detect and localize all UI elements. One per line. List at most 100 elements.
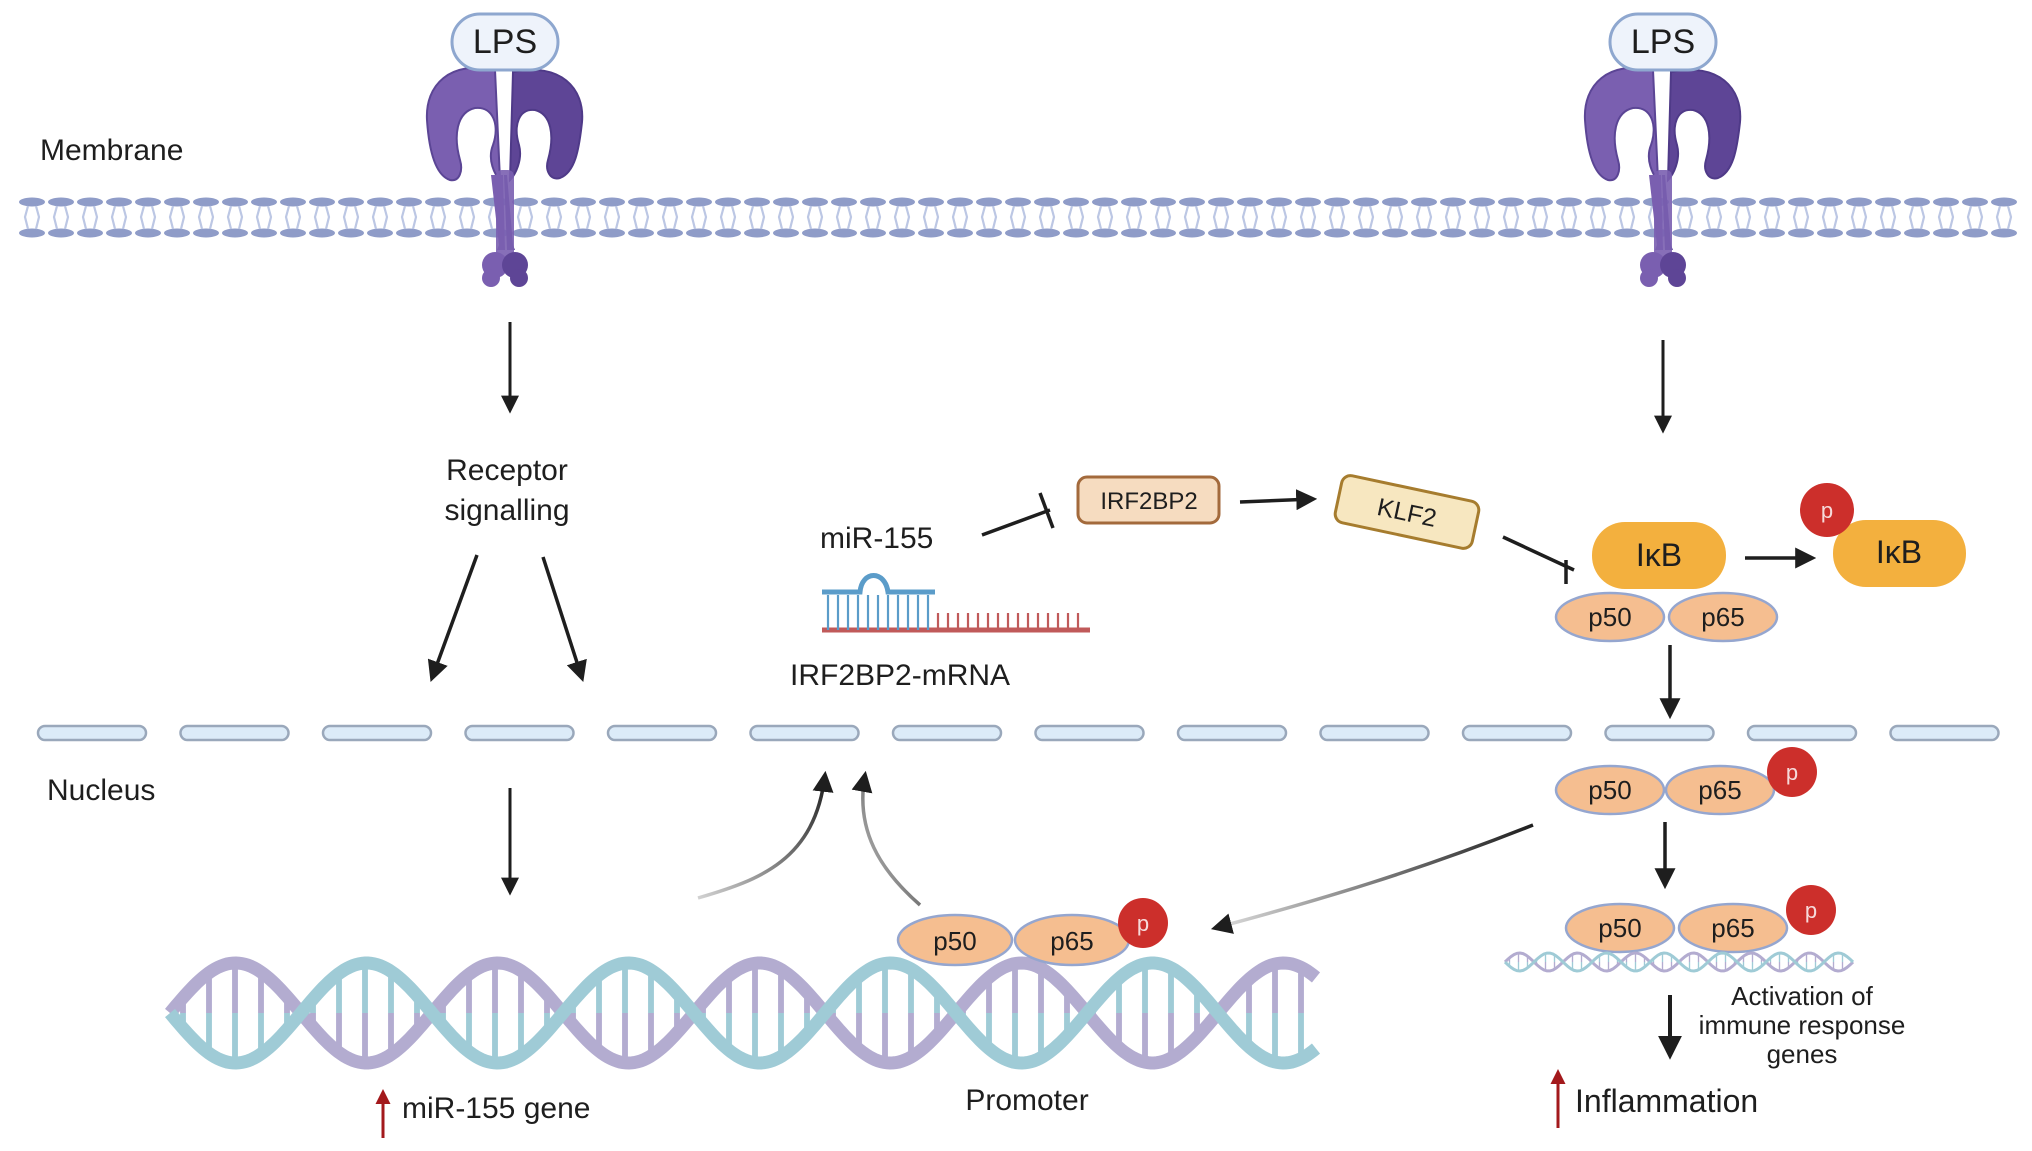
- ikb-label: IκB: [1636, 537, 1682, 573]
- irf2bp2-mrna-label: IRF2BP2-mRNA: [790, 659, 1010, 692]
- nuclear-envelope-segment: [179, 724, 290, 742]
- lipid-unit: [135, 197, 161, 238]
- lipid-unit: [1034, 197, 1060, 238]
- activation-label-line2: immune response: [1699, 1010, 1906, 1040]
- lps-label-left: LPS: [473, 23, 537, 61]
- lipid-unit: [976, 197, 1002, 238]
- promoter-label: Promoter: [965, 1084, 1088, 1117]
- lipid-unit: [918, 197, 944, 238]
- arrow-curve-gene-to-cytoplasm: [697, 770, 834, 900]
- ikb-nfkb-complex: IκB p50 p65: [1554, 522, 1779, 643]
- p65-label: p65: [1050, 926, 1093, 956]
- p65-subunit: [1667, 591, 1779, 643]
- arrow-signalling-down-left: [427, 554, 479, 682]
- lipid-unit: [1585, 197, 1611, 238]
- dna-helix-icon: [165, 956, 1321, 1070]
- lipid-unit: [1150, 197, 1176, 238]
- p50-label: p50: [1588, 775, 1631, 805]
- lipid-unit: [367, 197, 393, 238]
- nucleus-label: Nucleus: [47, 774, 155, 807]
- lipid-unit: [541, 197, 567, 238]
- lipid-unit: [309, 197, 335, 238]
- dna-small-helix-icon: [1503, 951, 1855, 973]
- inhibit-mir155-irf2bp2: [981, 492, 1055, 537]
- p50-label: p50: [933, 926, 976, 956]
- lipid-unit: [454, 197, 480, 238]
- lipid-unit: [1353, 197, 1379, 238]
- p50-subunit: [1554, 591, 1666, 643]
- arrow-signalling-down-right: [541, 556, 587, 682]
- mirna-mrna-duplex-icon: [822, 573, 1090, 633]
- lps-ligand-left: LPS: [450, 12, 560, 72]
- lipid-unit: [1730, 197, 1756, 238]
- lipid-unit: [599, 197, 625, 238]
- lipid-unit: [1701, 197, 1727, 238]
- lipid-unit: [1527, 197, 1553, 238]
- arrow-irf2bp2-to-klf2: [1239, 489, 1318, 511]
- nuclear-envelope-segment: [1604, 724, 1715, 742]
- arrow-curve-promoter-to-cytoplasm: [851, 770, 922, 907]
- lps-ligand-right: LPS: [1608, 12, 1718, 72]
- lipid-unit: [251, 197, 277, 238]
- phospho-label: p: [1786, 760, 1798, 785]
- lipid-unit: [860, 197, 886, 238]
- lipid-unit: [1469, 197, 1495, 238]
- lipid-unit: [222, 197, 248, 238]
- phospho-label: p: [1137, 911, 1149, 936]
- lipid-unit: [1759, 197, 1785, 238]
- p65-label: p65: [1711, 913, 1754, 943]
- nuclear-envelope-segment: [606, 724, 718, 742]
- p50-label: p50: [1588, 602, 1631, 632]
- klf2-protein: KLF2: [1333, 474, 1481, 550]
- activation-label-line1: Activation of: [1731, 981, 1873, 1011]
- nuclear-envelope-segment: [1746, 724, 1858, 742]
- lipid-unit: [657, 197, 683, 238]
- lipid-unit: [1440, 197, 1466, 238]
- lipid-unit: [947, 197, 973, 238]
- lipid-unit: [1208, 197, 1234, 238]
- lipid-unit: [1121, 197, 1147, 238]
- nuclear-envelope-segment: [464, 724, 575, 742]
- lipid-unit: [1556, 197, 1582, 238]
- phospho-icon: [1786, 885, 1836, 935]
- lipid-unit: [831, 197, 857, 238]
- lipid-unit: [512, 197, 538, 238]
- lipid-unit: [1005, 197, 1031, 238]
- nuclear-envelope: [36, 724, 2000, 742]
- phospho-icon: [1767, 747, 1817, 797]
- phospho-label: p: [1821, 498, 1833, 523]
- lipid-unit: [889, 197, 915, 238]
- lipid-unit: [1295, 197, 1321, 238]
- nfkb-complex-dna-bound: p50 p65 p: [1564, 885, 1836, 954]
- nuclear-envelope-segment: [1889, 724, 2000, 742]
- lipid-unit: [1991, 197, 2017, 238]
- phospho-ikb: IκB p: [1800, 483, 1966, 587]
- tlr4-receptor-icon-right: [1583, 66, 1742, 287]
- lipid-unit: [1092, 197, 1118, 238]
- nfkb-complex-promoter: p50 p65 p: [896, 898, 1168, 967]
- p50-subunit: [1554, 764, 1666, 816]
- lipid-unit: [1179, 197, 1205, 238]
- p50-subunit: [896, 913, 1014, 967]
- arrow-nfkb-to-promoter: [1210, 823, 1534, 934]
- ikb-protein-phosphorylated: [1833, 520, 1966, 587]
- lipid-unit: [48, 197, 74, 238]
- nfkb-complex-nuclear: p50 p65 p: [1554, 747, 1817, 816]
- p65-subunit: [1664, 764, 1776, 816]
- irf2bp2-protein: IRF2BP2: [1076, 475, 1221, 525]
- lipid-unit: [1614, 197, 1640, 238]
- membrane-label: Membrane: [40, 134, 183, 167]
- p65-label: p65: [1698, 775, 1741, 805]
- lipid-unit: [686, 197, 712, 238]
- tlr4-receptor-icon-left: [425, 66, 584, 287]
- nuclear-envelope-segment: [321, 724, 433, 742]
- p65-label: p65: [1701, 602, 1744, 632]
- ikb-phospho-label: IκB: [1876, 534, 1922, 570]
- lipid-unit: [1817, 197, 1843, 238]
- lipid-unit: [1411, 197, 1437, 238]
- receptor-signalling-label-line1: Receptor: [446, 454, 568, 487]
- inhibit-klf2-ikb: [1502, 535, 1575, 584]
- phospho-icon: [1118, 898, 1168, 948]
- lipid-unit: [570, 197, 596, 238]
